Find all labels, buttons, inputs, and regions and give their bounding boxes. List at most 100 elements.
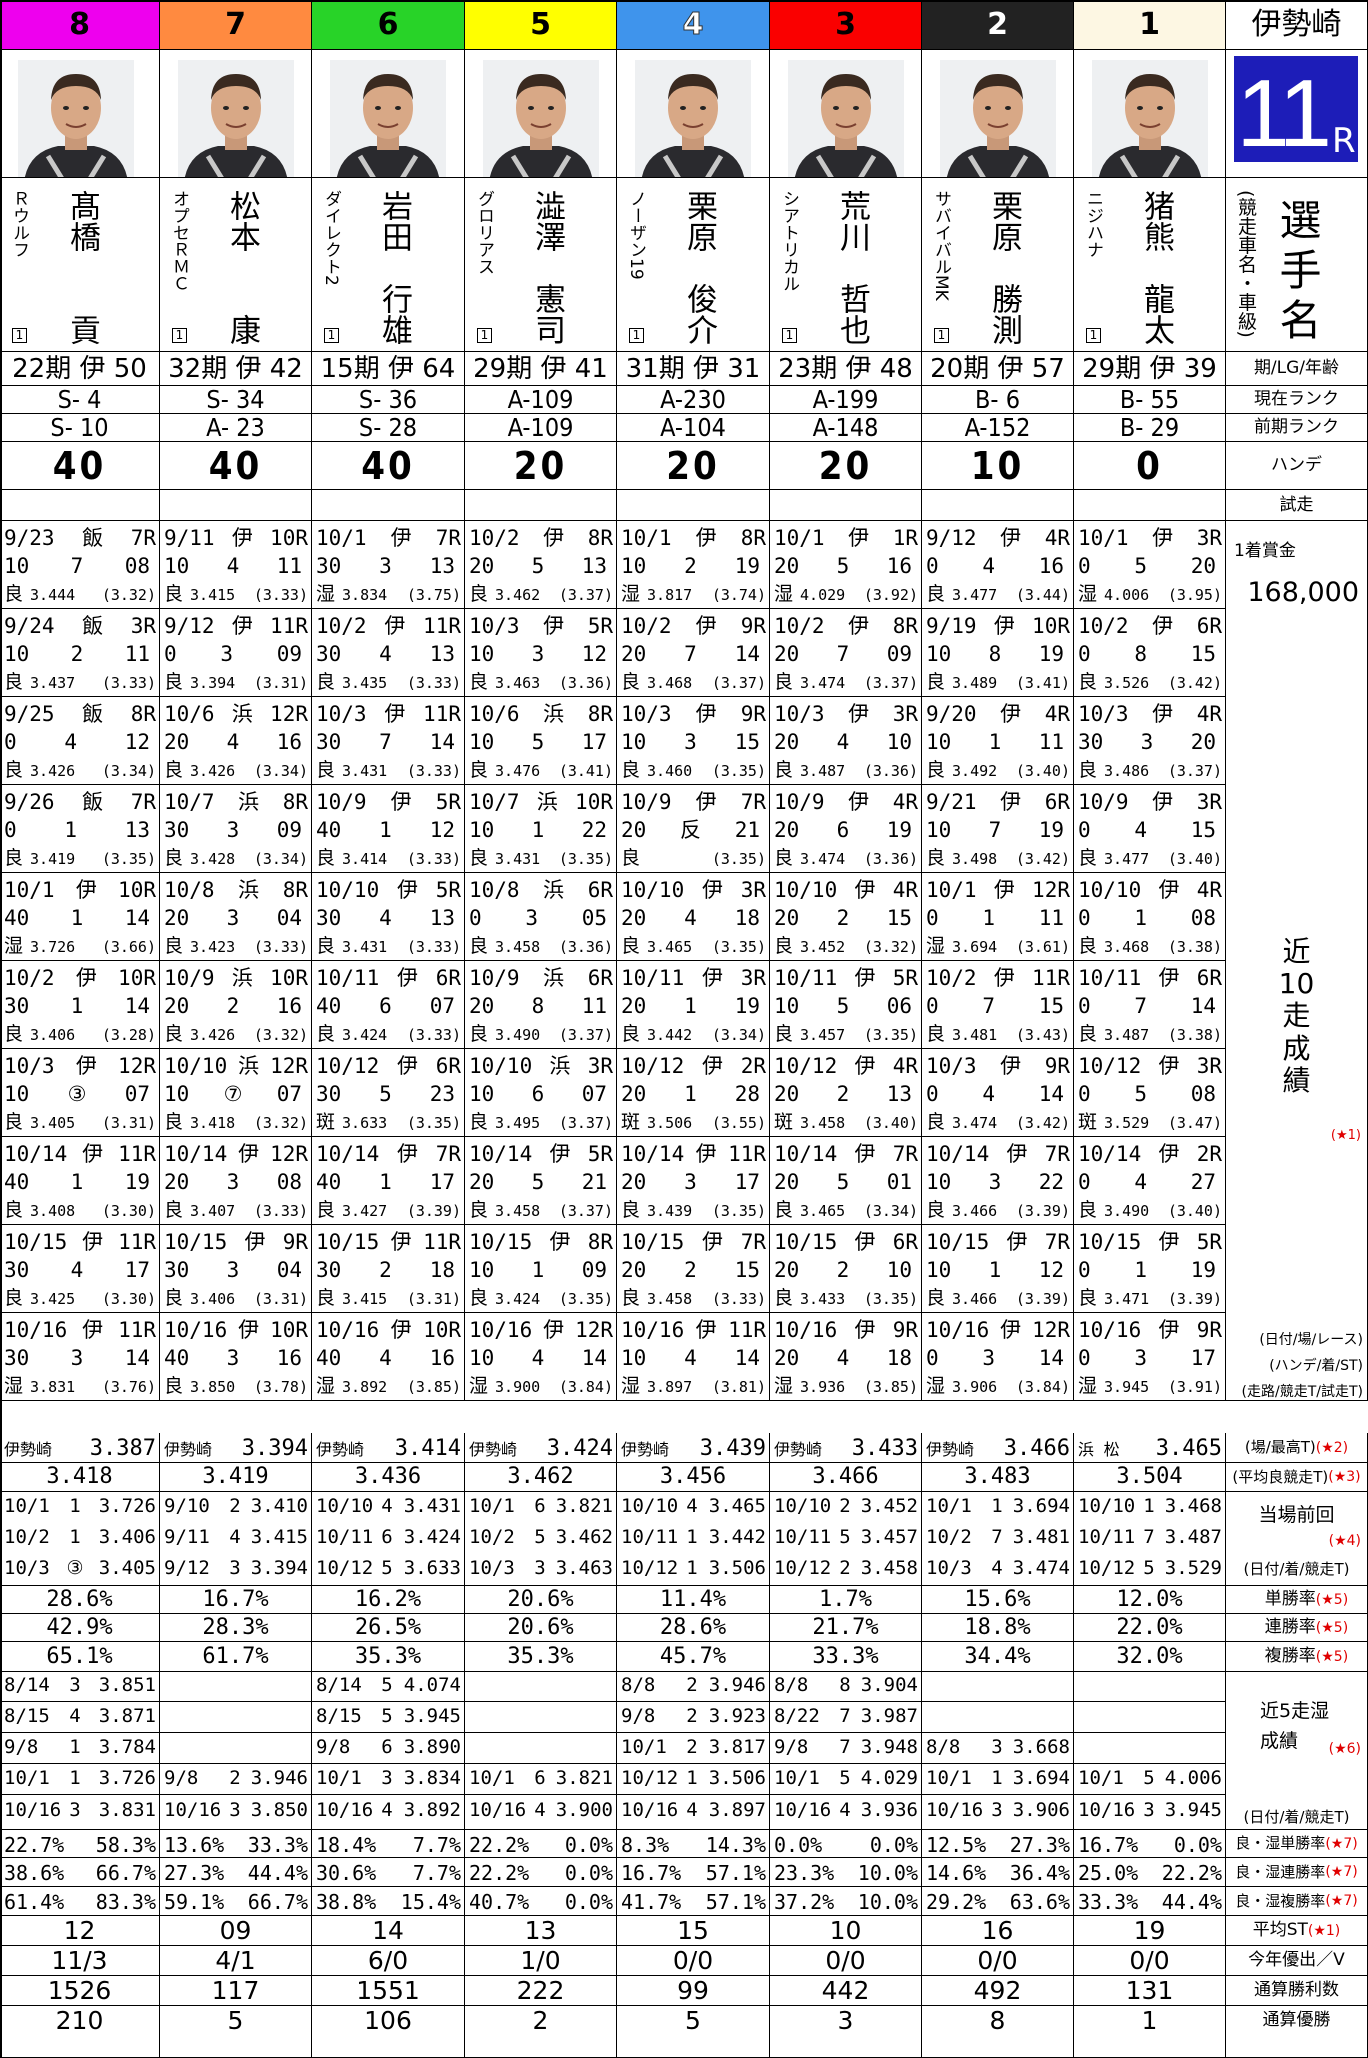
track-condition: 良 (469, 847, 489, 869)
wet-rate: 7.7% (412, 1861, 461, 1885)
wet-run-finish: 2 (686, 1705, 698, 1727)
trial-time-value: (3.35) (711, 762, 766, 780)
good-wet-rentai-rate-line: 38.6%66.7% (4, 1863, 156, 1883)
track-condition: 良 (164, 671, 184, 693)
average-st-label-star: (★1) (1307, 1922, 1341, 1939)
car-number-header: 7 (160, 0, 312, 50)
race-number: 11R (423, 1230, 461, 1254)
trial-time-value: (3.37) (558, 1114, 613, 1132)
best-venue: 伊勢崎 (164, 1440, 213, 1459)
race-finish: 4 (379, 1346, 392, 1370)
race-date: 10/1 (4, 878, 55, 902)
race-handicap: 30 (316, 906, 342, 930)
race-finish: 1 (379, 1170, 392, 1194)
race-date: 10/10 (469, 1054, 533, 1078)
race-venue: 伊 (543, 614, 565, 638)
race-number: 9R (1044, 1054, 1070, 1078)
race-date: 10/3 (1078, 702, 1129, 726)
wet-run-time: 3.890 (403, 1736, 461, 1758)
race-handicap: 10 (469, 1346, 495, 1370)
race-venue: 伊 (75, 1054, 97, 1078)
race-start-timing: 09 (276, 818, 302, 842)
best-venue: 伊勢崎 (316, 1440, 365, 1459)
trial-time-value: (3.40) (1015, 762, 1070, 780)
race-start-timing: 04 (276, 906, 302, 930)
race-handicap: 30 (316, 642, 342, 666)
trial-time-value: (3.61) (1015, 938, 1070, 956)
race-handicap: 10 (621, 730, 647, 754)
car-number-header: 4 (617, 0, 770, 50)
rider-period-age: 29期 伊 39 (1074, 352, 1226, 386)
race-date: 10/14 (621, 1142, 685, 1166)
wet-run-finish: 5 (381, 1705, 393, 1727)
wet-run-date: 10/16 (621, 1799, 679, 1821)
race-number: 11R (118, 1142, 156, 1166)
race-number: 4R (892, 790, 918, 814)
race-venue: 伊 (238, 1142, 260, 1166)
track-condition: 良 (164, 935, 184, 957)
total-wins: 1551 (312, 1976, 465, 2006)
race-finish: 3 (379, 554, 392, 578)
player-name-label: (競走車名・車級)選手名 (1226, 178, 1368, 352)
race-handicap: 10 (926, 1258, 952, 1282)
rider-given-name: 行雄 (376, 283, 412, 345)
race-finish: 4 (836, 730, 850, 754)
trial-time-value: (3.41) (1015, 674, 1070, 692)
fukusho-rate-label-text: 複勝率 (1264, 1646, 1316, 1666)
rank-class-badge: 1 (934, 328, 949, 343)
previous-run-time: 3.457 (860, 1526, 918, 1548)
race-time: 3.394 (190, 674, 236, 692)
trial-time (1074, 490, 1226, 521)
race-number: 9R (740, 614, 766, 638)
race-venue: 伊 (701, 1230, 723, 1254)
handicap: 0 (1074, 442, 1226, 490)
trial-time-value: (3.42) (1015, 1114, 1070, 1132)
wet-run-finish: 6 (381, 1736, 393, 1758)
good-wet-rentai-rate-line: 22.2%0.0% (469, 1863, 613, 1883)
wet-rate: 44.4% (1161, 1890, 1222, 1914)
race-handicap: 30 (164, 1258, 190, 1282)
best-time-value: 3.439 (699, 1436, 766, 1461)
race-start-timing: 06 (886, 994, 912, 1018)
wet-rate: 0.0% (1173, 1833, 1222, 1857)
wet-rate: 0.0% (869, 1833, 918, 1857)
trial-time-value: (3.81) (711, 1378, 766, 1396)
car-number-header: 1 (1074, 0, 1226, 50)
period-label: 期/LG/年齢 (1226, 352, 1368, 386)
race-venue: 伊 (390, 790, 412, 814)
